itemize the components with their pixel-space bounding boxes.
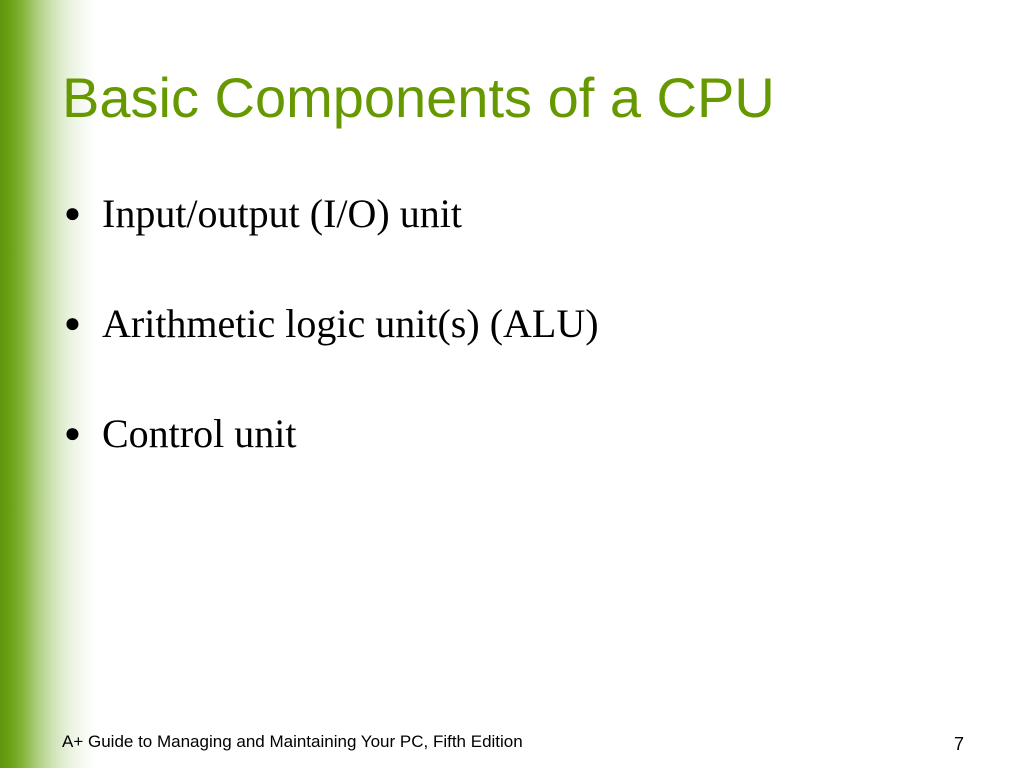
page-number: 7 <box>953 734 964 754</box>
bullet-item: ● Input/output (I/O) unit <box>62 186 599 296</box>
bullet-list: ● Input/output (I/O) unit ● Arithmetic l… <box>62 186 599 516</box>
bullet-dot-icon: ● <box>64 198 81 229</box>
left-accent-gradient <box>0 0 96 768</box>
bullet-item: ● Control unit <box>62 406 599 516</box>
bullet-text: Arithmetic logic unit(s) (ALU) <box>102 301 599 346</box>
bullet-dot-icon: ● <box>64 418 81 449</box>
bullet-dot-icon: ● <box>64 308 81 339</box>
slide-title: Basic Components of a CPU <box>62 66 775 129</box>
bullet-text: Input/output (I/O) unit <box>102 191 462 236</box>
bullet-item: ● Arithmetic logic unit(s) (ALU) <box>62 296 599 406</box>
bullet-text: Control unit <box>102 411 297 456</box>
footer-text: A+ Guide to Managing and Maintaining You… <box>62 732 523 751</box>
